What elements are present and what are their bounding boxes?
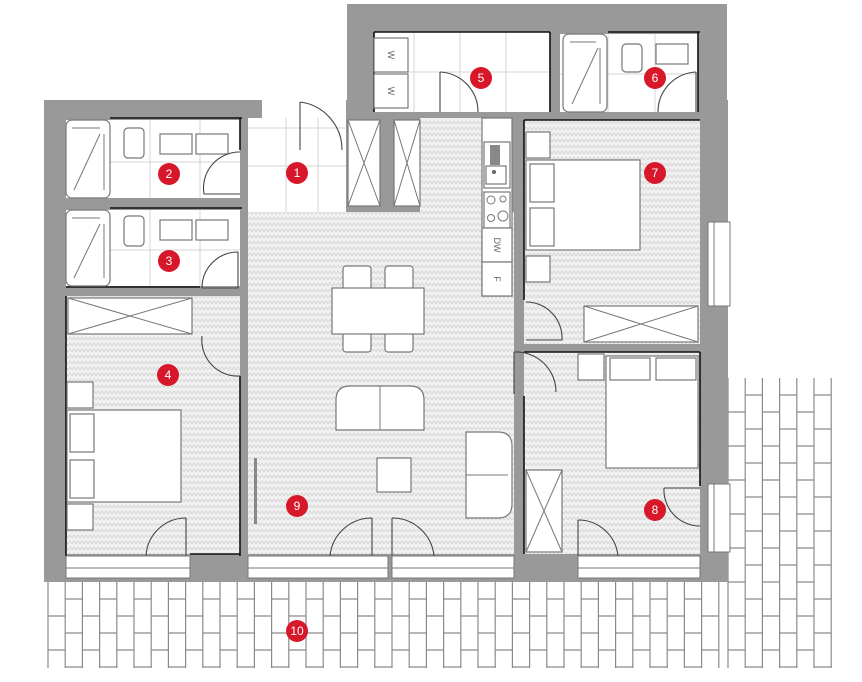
svg-text:5: 5: [478, 71, 485, 85]
washer-1-label: W: [386, 51, 396, 60]
room-marker-2: 2: [158, 163, 180, 185]
windows: [65, 221, 731, 579]
washing-machine: [373, 73, 409, 109]
bathtub-icon: [562, 33, 608, 113]
svg-text:1: 1: [294, 166, 301, 180]
fridge-label: F: [492, 276, 502, 282]
toilet-icon: [123, 127, 145, 159]
dining-set: [331, 265, 425, 353]
room-marker-8: 8: [644, 499, 666, 521]
room-marker-6: 6: [644, 67, 666, 89]
washer-2-label: W: [386, 87, 396, 96]
bedside-table: [525, 131, 551, 159]
washing-machine: [373, 37, 409, 73]
svg-text:10: 10: [290, 624, 304, 638]
bedside-table: [525, 255, 551, 283]
room-marker-7: 7: [644, 162, 666, 184]
svg-text:9: 9: [294, 499, 301, 513]
washbasin-icon: [195, 219, 229, 241]
room-marker-10: 10: [286, 620, 308, 642]
room-marker-3: 3: [158, 250, 180, 272]
room-marker-4: 4: [157, 364, 179, 386]
washbasin-icon: [159, 133, 193, 155]
washbasin-icon: [159, 219, 193, 241]
doors: [145, 71, 701, 557]
toilet-icon: [123, 215, 145, 247]
dishwasher-label: DW: [492, 238, 502, 253]
washbasin-icon: [195, 133, 229, 155]
dishwasher: [481, 227, 513, 263]
kitchen-units: DW F: [481, 117, 513, 297]
svg-text:3: 3: [166, 254, 173, 268]
terrace-paving: [47, 378, 846, 668]
room-marker-9: 9: [286, 495, 308, 517]
tv-icon: [254, 458, 257, 524]
dining-table: [331, 287, 425, 335]
room-marker-5: 5: [470, 67, 492, 89]
svg-text:2: 2: [166, 167, 173, 181]
washbasin-icon: [655, 43, 689, 65]
toilet-icon: [621, 43, 643, 73]
svg-text:7: 7: [652, 166, 659, 180]
bedside-table: [577, 353, 605, 381]
svg-text:4: 4: [165, 368, 172, 382]
svg-text:6: 6: [652, 71, 659, 85]
coffee-table: [376, 457, 412, 493]
svg-text:8: 8: [652, 503, 659, 517]
bedside-table: [66, 503, 94, 531]
room-marker-1: 1: [286, 162, 308, 184]
bedside-table: [66, 381, 94, 409]
fridge: [481, 261, 513, 297]
